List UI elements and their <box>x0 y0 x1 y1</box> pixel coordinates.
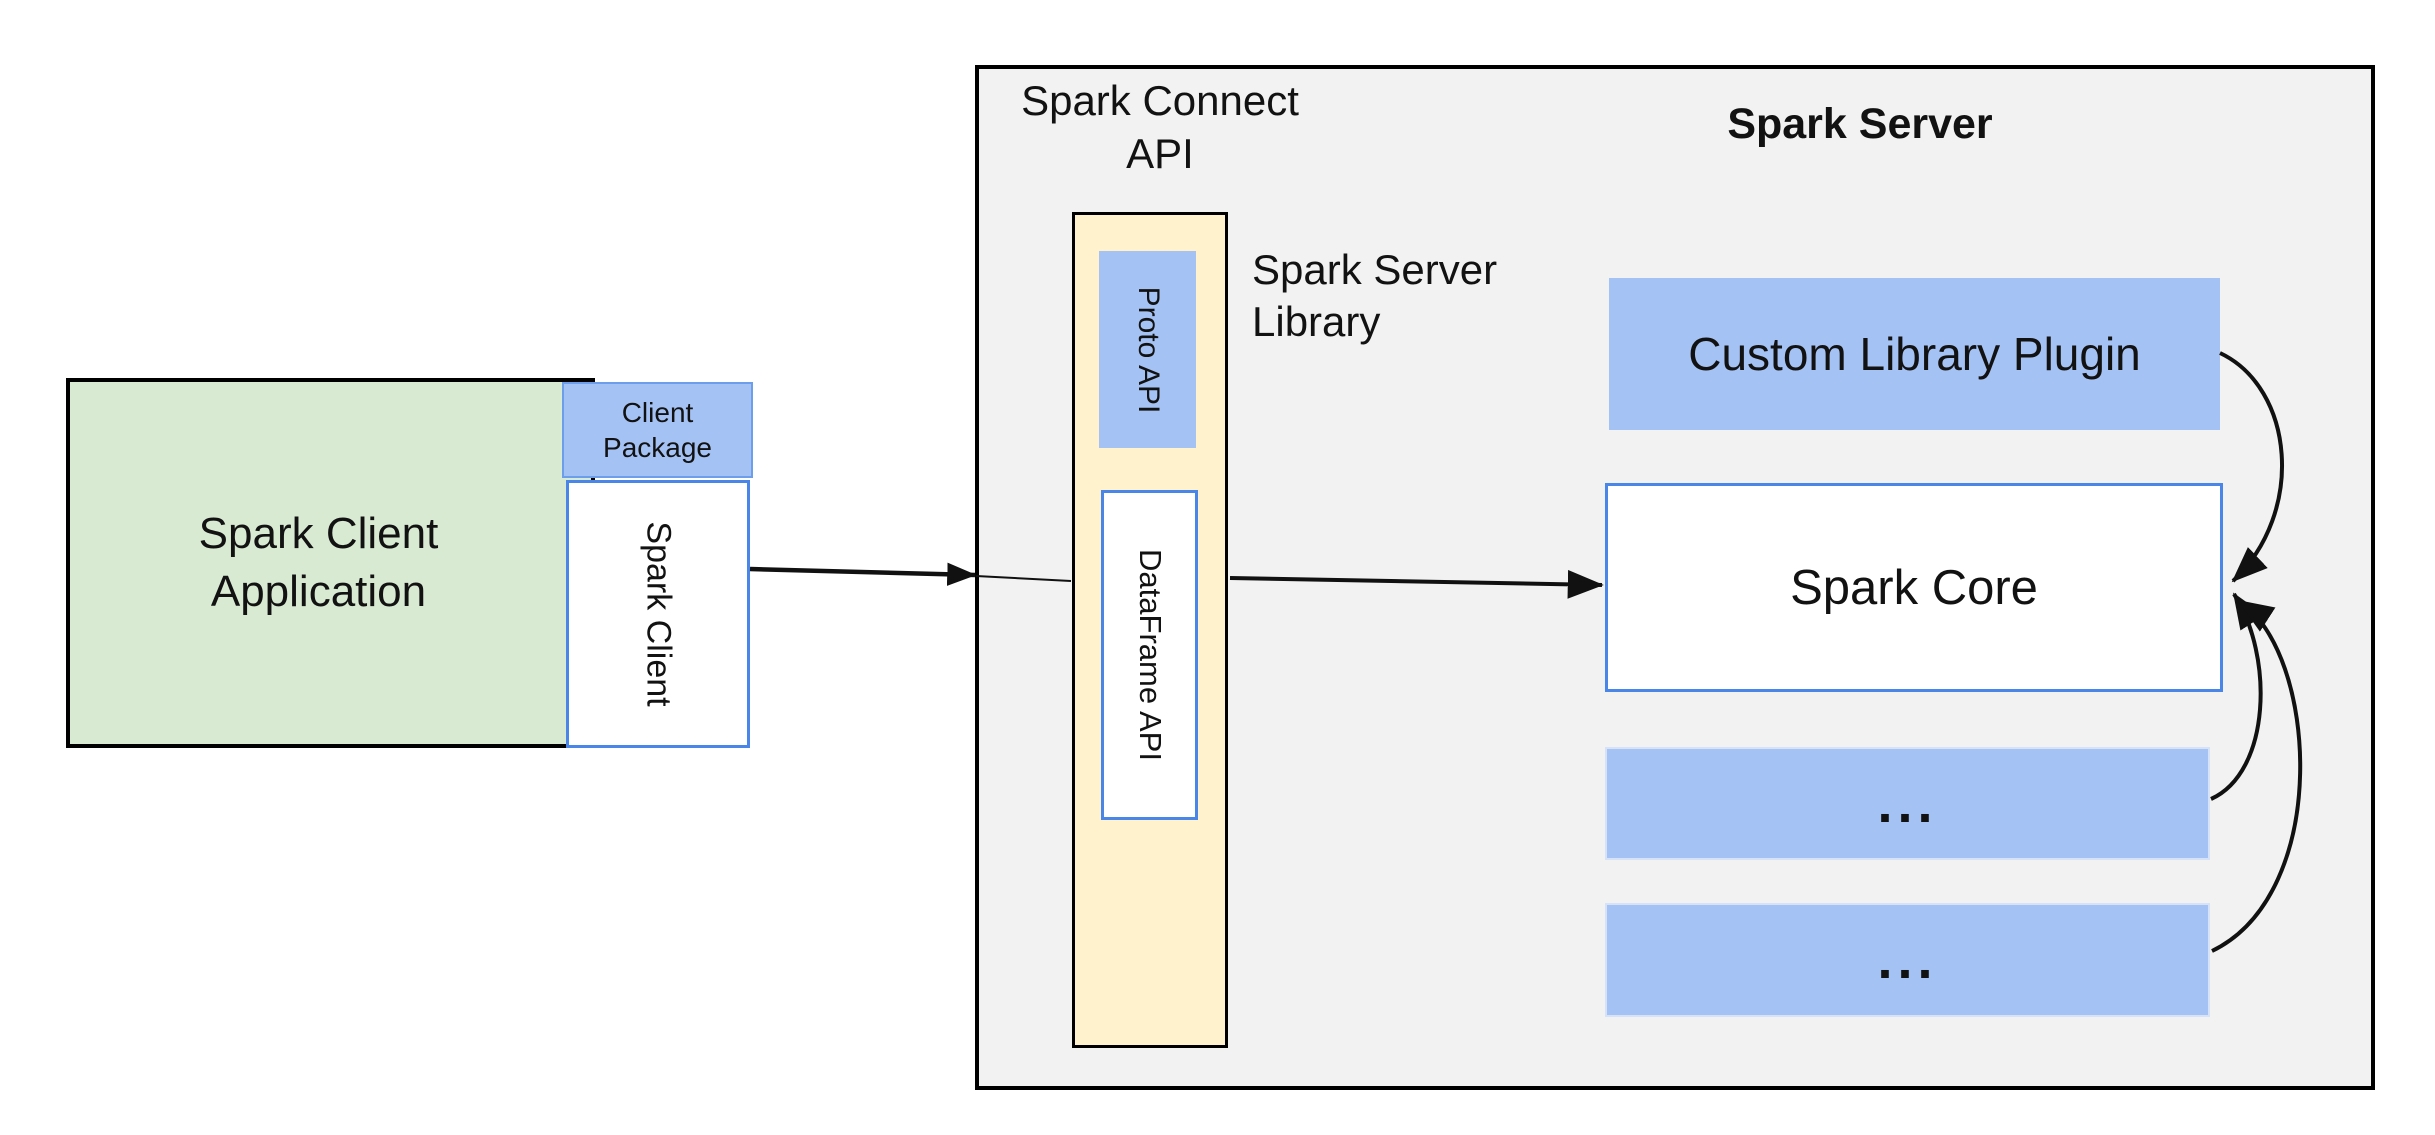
client-package-label-line2: Package <box>603 432 712 463</box>
spark-client-application-label: Spark Client Application <box>70 382 567 744</box>
dataframe-api-label: DataFrame API <box>1132 549 1168 761</box>
spark-server-title: Spark Server <box>1727 100 1993 148</box>
ellipsis-box-2: ... <box>1605 903 2210 1017</box>
custom-library-plugin-label: Custom Library Plugin <box>1688 328 2141 380</box>
proto-api-label: Proto API <box>1131 286 1165 413</box>
spark-core-label: Spark Core <box>1790 560 2038 615</box>
spark-connect-api-label-line1: Spark Connect <box>1021 77 1299 124</box>
spark-client-label: Spark Client <box>639 521 678 707</box>
ellipsis-box-2-label: ... <box>1877 930 1938 990</box>
spark-server-library-label-line1: Spark Server <box>1252 246 1498 293</box>
spark-server-library-label: Spark Server Library <box>1252 244 1592 348</box>
spark-client-box: Spark Client <box>566 480 750 748</box>
dataframe-api-box: DataFrame API <box>1101 490 1198 820</box>
spark-client-application-label-line1: Spark Client <box>198 509 439 558</box>
arrow-client-to-server <box>749 562 977 586</box>
ellipsis-box-1: ... <box>1605 747 2210 860</box>
spark-connect-api-label: Spark Connect API <box>1000 74 1320 180</box>
client-package-label-line1: Client <box>621 397 694 428</box>
spark-connect-api-label-line2: API <box>1126 130 1194 177</box>
spark-client-application-box: Spark Client Application <box>66 378 595 748</box>
spark-client-application-label-line2: Application <box>210 567 427 616</box>
custom-library-plugin-box: Custom Library Plugin <box>1609 278 2220 430</box>
spark-server-library-label-line2: Library <box>1252 298 1381 345</box>
client-package-box: Client Package <box>562 382 753 478</box>
spark-core-box: Spark Core <box>1605 483 2223 692</box>
ellipsis-box-1-label: ... <box>1877 773 1938 834</box>
proto-api-box: Proto API <box>1099 251 1196 448</box>
